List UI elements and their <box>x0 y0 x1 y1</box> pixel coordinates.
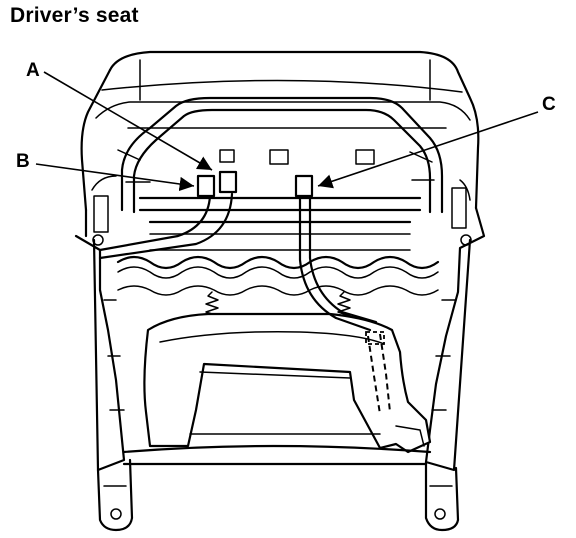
callout-b: B <box>16 151 30 172</box>
left-side-rail <box>74 195 126 472</box>
upper-tube-frame <box>117 96 444 214</box>
wiring-harness <box>98 192 391 415</box>
right-side-rail <box>424 187 486 472</box>
mid-frame-plate <box>91 175 471 251</box>
front-crossbar <box>122 433 432 466</box>
callout-leader-c <box>317 111 539 189</box>
seat-back-outline <box>80 50 480 212</box>
callout-c: C <box>542 94 556 115</box>
connector-c <box>294 174 314 198</box>
connector-b <box>196 174 216 198</box>
connector-a <box>218 170 238 194</box>
mounting-foot-left <box>96 458 134 532</box>
page-title: Driver’s seat <box>10 4 139 27</box>
spring-row <box>116 255 440 296</box>
callout-a: A <box>26 60 40 81</box>
mounting-foot-right <box>424 460 460 532</box>
callout-leader-b <box>35 163 195 192</box>
callout-leader-a <box>43 71 213 171</box>
seat-pan <box>143 312 432 454</box>
